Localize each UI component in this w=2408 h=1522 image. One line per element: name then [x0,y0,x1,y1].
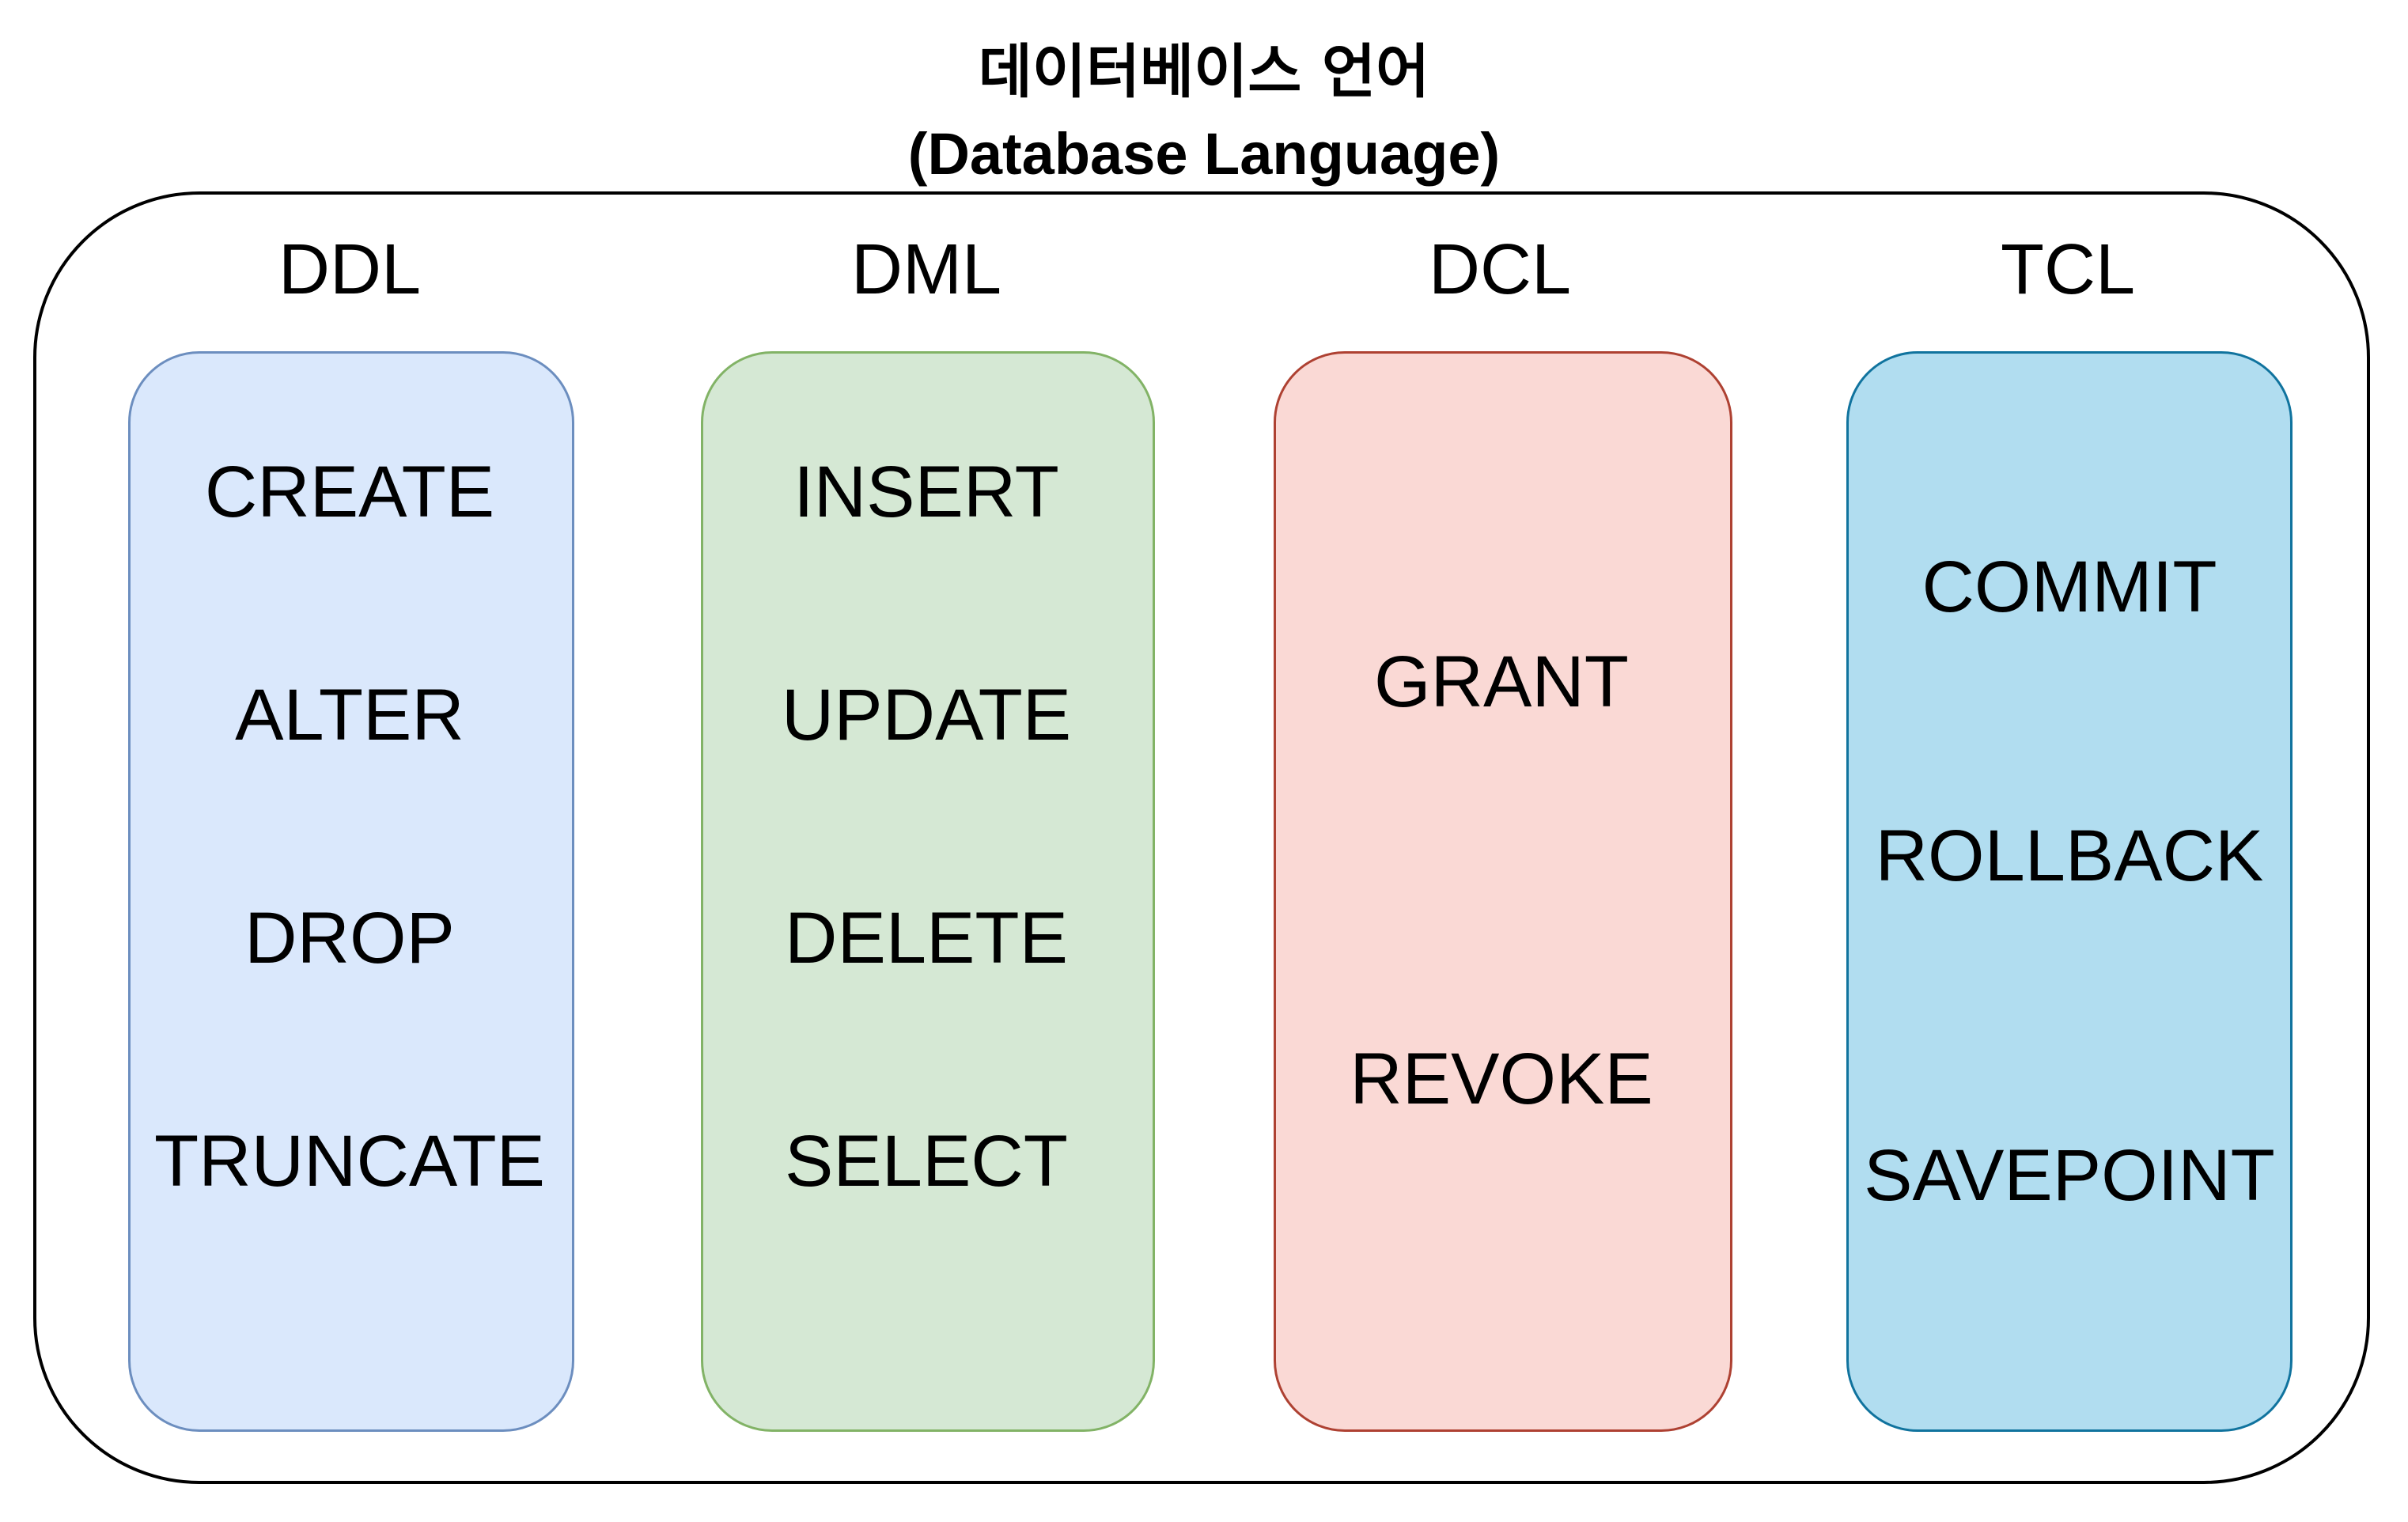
diagram-title-english: (Database Language) [907,121,1501,187]
diagram-title-korean: 데이터베이스 언어 [978,38,1430,106]
database-language-container [33,191,2370,1484]
